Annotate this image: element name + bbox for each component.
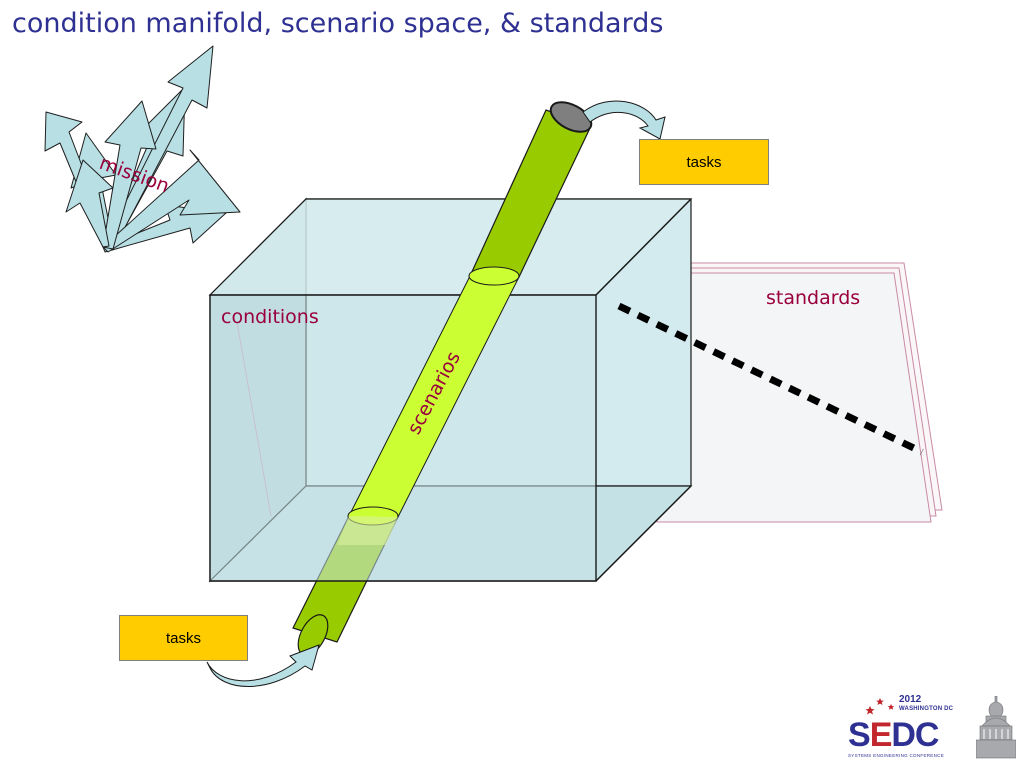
slide-title: condition manifold, scenario space, & st… <box>12 8 664 39</box>
logo-letter-e: E <box>869 716 893 754</box>
mission-arrows-icon <box>44 45 241 253</box>
logo-subtitle: SYSTEMS ENGINEERING CONFERENCE <box>848 753 945 758</box>
star-arc-icon <box>865 698 895 715</box>
logo-wordmark: SEDC <box>848 716 939 755</box>
capitol-dome-icon <box>976 696 1016 759</box>
scenario-tube-top <box>468 101 593 286</box>
curved-arrow-top-icon <box>582 100 666 140</box>
logo-city: WASHINGTON DC <box>899 706 954 712</box>
standards-label: standards <box>766 287 861 309</box>
task-box-top: tasks <box>639 139 769 185</box>
sedc-logo: 2012 WASHINGTON DC SEDC SYSTEMS ENGINEER… <box>846 692 1018 762</box>
conditions-label: conditions <box>221 306 319 328</box>
logo-year: 2012 <box>899 694 922 705</box>
scenario-tube-middle <box>337 275 520 545</box>
task-box-bottom: tasks <box>119 615 248 661</box>
curved-arrow-bottom-icon <box>206 644 320 687</box>
logo-letter-s: S <box>848 716 871 754</box>
logo-letters-dc: DC <box>891 716 939 754</box>
standards-dashed-line <box>617 302 924 456</box>
